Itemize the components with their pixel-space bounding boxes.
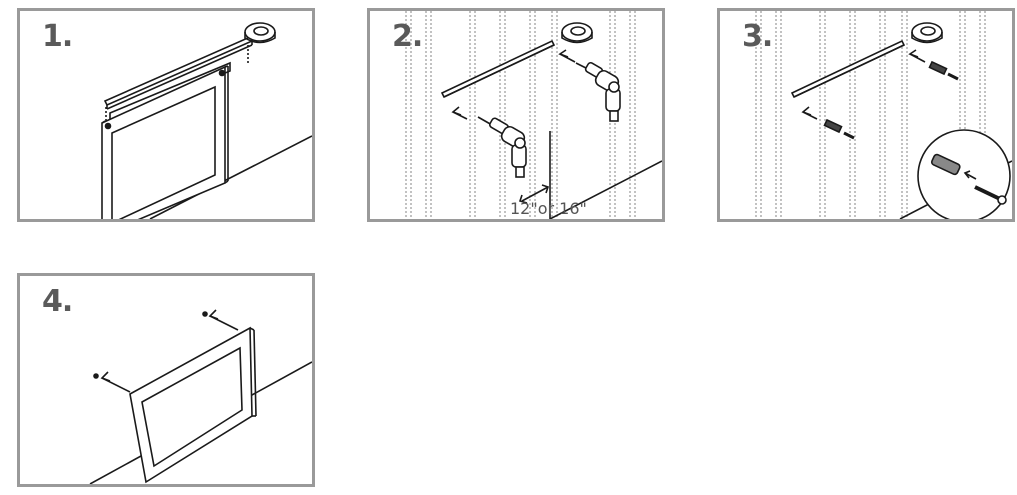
screw-icon [974, 185, 1007, 205]
wall-base-line [149, 135, 312, 219]
bracket-holder [244, 22, 276, 42]
step-4-panel: 4. [17, 273, 315, 487]
anchor-icon [928, 60, 948, 76]
wall-bracket-rail [440, 39, 556, 99]
step-3-panel: 3. [717, 8, 1015, 222]
anchor-icon [823, 118, 843, 134]
step-4-label: 4. [42, 284, 73, 319]
screw-icon [93, 373, 99, 379]
wall-base-line [549, 160, 662, 219]
step-1-panel: 1. [17, 8, 315, 222]
step-1-illustration [101, 22, 312, 219]
mirror-glass [111, 85, 216, 219]
wall-studs [405, 11, 636, 219]
drill-icon [477, 116, 527, 178]
detail-magnifier [917, 129, 1011, 219]
wall-bracket-rail [790, 39, 906, 99]
mirror-glass [141, 346, 243, 468]
bracket-holder [911, 22, 943, 42]
bracket-holder [561, 22, 593, 42]
stud-spacing-label: 12"or 16" [510, 199, 587, 218]
screw-icon [947, 72, 959, 81]
step-4-illustration [89, 309, 312, 484]
step-3-label: 3. [742, 19, 773, 54]
wall-studs [755, 11, 986, 219]
spacing-arrow [521, 186, 549, 202]
step-3-illustration [755, 11, 1012, 219]
step-2-label: 2. [392, 19, 423, 54]
screw-icon [202, 311, 208, 317]
screw-icon [843, 131, 855, 140]
step-2-panel: 2. 12"or 16" [367, 8, 665, 222]
step-1-label: 1. [42, 19, 73, 54]
drill-icon [575, 61, 621, 122]
anchor-icon [930, 153, 961, 176]
step-2-illustration [405, 11, 662, 219]
